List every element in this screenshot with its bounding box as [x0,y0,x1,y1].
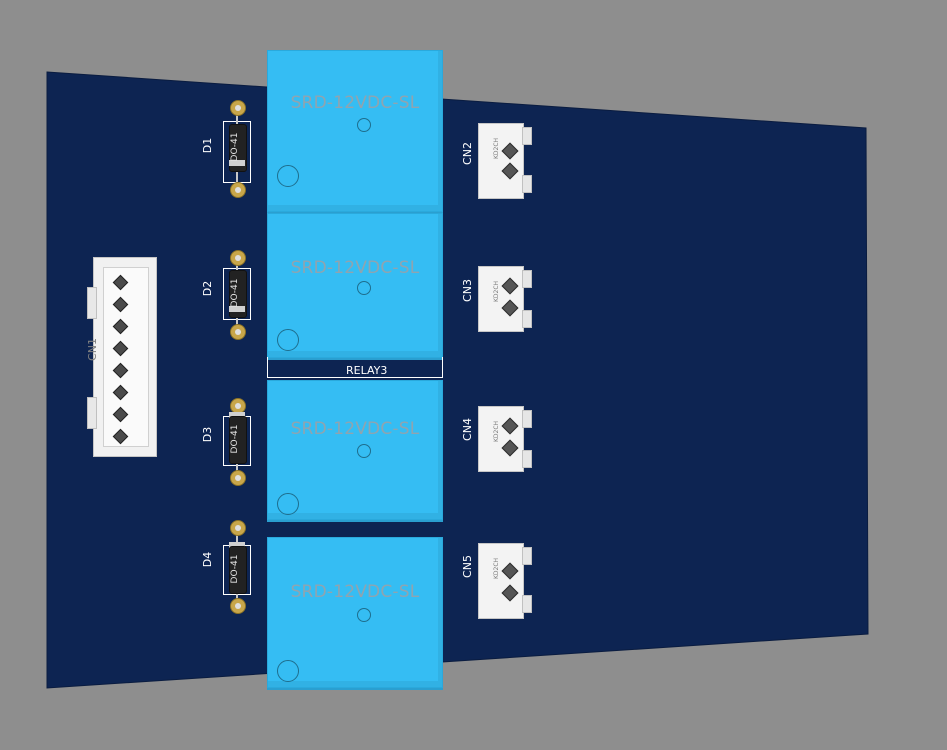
diode-4-pad-top [230,520,246,536]
connector-cn3[interactable]: KD2CH [474,266,532,332]
diode-4-body [229,546,247,594]
diode-4-pad-bottom [230,598,246,614]
relay-1-pin1-mark [277,165,299,187]
diode-1-pad-top [230,100,246,116]
relay-3-pin-mark [357,444,371,458]
connector-cn1-ref: CN1 [85,338,99,361]
connector-cn1[interactable]: CN1 [86,257,158,457]
connector-cn3-ref: CN3 [460,279,474,302]
relay3-outline [267,357,443,378]
connector-cn4-ref: CN4 [460,418,474,441]
connector-cn4-tab-bottom [522,450,532,468]
connector-cn2-mark: KD2CH [493,137,501,160]
connector-cn5-tab-top [522,547,532,565]
connector-cn2-ref: CN2 [460,142,474,165]
diode-1-pad-bottom [230,182,246,198]
connector-cn5[interactable]: KD2CH [474,543,532,619]
relay-4[interactable]: SRD-12VDC-SL [267,537,443,688]
diode-4-band [229,542,245,548]
relay-2-label: SRD-12VDC-SL [290,258,420,278]
relay-designator: RELAY3 [346,364,388,377]
diode-3-pad-bottom [230,470,246,486]
connector-cn4-tab-top [522,410,532,428]
diode-1-package: DO-41 [230,132,240,162]
diode-3-band [229,412,245,418]
diode-4-ref: D4 [201,551,215,568]
connector-cn5-tab-bottom [522,595,532,613]
diode-1-band [229,160,245,166]
relay-3-pin1-mark [277,493,299,515]
diode-1[interactable]: DO-41 [227,100,247,200]
connector-cn1-rib-bottom [87,397,97,429]
relay-1-label: SRD-12VDC-SL [290,93,420,113]
diode-3-package: DO-41 [230,424,240,454]
diode-1-ref: D1 [201,137,215,154]
relay-3-label: SRD-12VDC-SL [290,419,420,439]
diode-2-ref: D2 [201,280,215,297]
connector-cn2-shell [478,123,524,199]
diode-3[interactable]: DO-41 [227,398,247,486]
diode-4-package: DO-41 [230,554,240,584]
relay-2-pin1-mark [277,329,299,351]
diode-2-package: DO-41 [230,278,240,308]
connector-cn5-mark: KD2CH [493,557,501,580]
connector-cn3-shell [478,266,524,332]
connector-cn2-tab-bottom [522,175,532,193]
connector-cn4[interactable]: KD2CH [474,406,532,472]
diode-2[interactable]: DO-41 [227,250,247,340]
relay-1[interactable]: SRD-12VDC-SL [267,50,443,212]
relay-4-label: SRD-12VDC-SL [290,582,420,602]
connector-cn3-mark: KD2CH [493,280,501,303]
relay-1-pin-mark [357,118,371,132]
connector-cn4-shell [478,406,524,472]
connector-cn1-inner [103,267,149,447]
diode-2-band [229,306,245,312]
diode-2-pad-bottom [230,324,246,340]
diode-2-pad-top [230,250,246,266]
diode-3-ref: D3 [201,426,215,443]
connector-cn1-rib-top [87,287,97,319]
connector-cn3-tab-top [522,270,532,288]
connector-cn5-ref: CN5 [460,555,474,578]
connector-cn3-tab-bottom [522,310,532,328]
relay-4-pin-mark [357,608,371,622]
diode-4[interactable]: DO-41 [227,520,247,614]
connector-cn2[interactable]: KD2CH [474,123,532,199]
connector-cn4-mark: KD2CH [493,420,501,443]
relay-2[interactable]: SRD-12VDC-SL [267,213,443,358]
connector-cn5-shell [478,543,524,619]
diode-3-body [229,416,247,464]
connector-cn2-tab-top [522,127,532,145]
relay-3[interactable]: SRD-12VDC-SL [267,380,443,520]
relay-2-pin-mark [357,281,371,295]
relay-4-pin1-mark [277,660,299,682]
